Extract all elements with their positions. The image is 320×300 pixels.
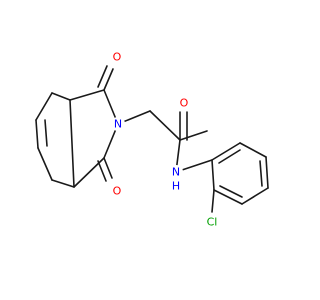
chlorine-atom: Cl: [203, 213, 221, 231]
propanamide-chain: [117, 110, 213, 173]
bond: [265, 156, 269, 189]
bond: [69, 99, 75, 188]
bond: [35, 92, 53, 121]
bond: [239, 142, 267, 158]
bond: [44, 119, 48, 147]
nitrogen-atom-ring: N: [111, 117, 125, 131]
atom-labels: O N O O N H Cl: [110, 50, 221, 231]
bond: [97, 65, 108, 88]
cyclohexene-ring: [35, 92, 75, 188]
bond: [211, 189, 215, 213]
bond: [218, 149, 241, 164]
bond: [69, 89, 105, 101]
bond: [103, 68, 114, 91]
bond: [51, 92, 71, 101]
bond: [211, 159, 215, 191]
bond: [211, 142, 241, 161]
bond: [37, 147, 53, 181]
oxygen-label: O: [180, 97, 189, 110]
bond: [73, 157, 105, 188]
oxygen-label: O: [113, 51, 122, 64]
chlorine-label: Cl: [207, 216, 218, 229]
nitrogen-atom-amide: N: [169, 165, 183, 179]
bond: [241, 187, 269, 205]
oxygen-atom-bottom: O: [110, 184, 124, 198]
bond: [259, 160, 263, 187]
bond: [219, 185, 243, 198]
oxygen-atom-amide: O: [177, 96, 191, 110]
bond: [103, 157, 113, 179]
imide-ring: [69, 65, 119, 188]
bond: [213, 189, 243, 205]
hydrogen-label: H: [172, 180, 180, 193]
bond: [35, 119, 39, 149]
bond: [97, 160, 107, 182]
oxygen-label: O: [113, 185, 122, 198]
hydrogen-atom-amide: H: [172, 180, 180, 193]
benzene-ring: [211, 142, 269, 213]
nitrogen-label: N: [114, 118, 122, 131]
bond: [51, 179, 75, 188]
bond: [149, 110, 181, 141]
structural-formula: O N O O N H Cl: [35, 50, 269, 231]
oxygen-atom-top: O: [110, 50, 124, 64]
nitrogen-label: N: [172, 166, 180, 179]
bond: [179, 130, 208, 141]
